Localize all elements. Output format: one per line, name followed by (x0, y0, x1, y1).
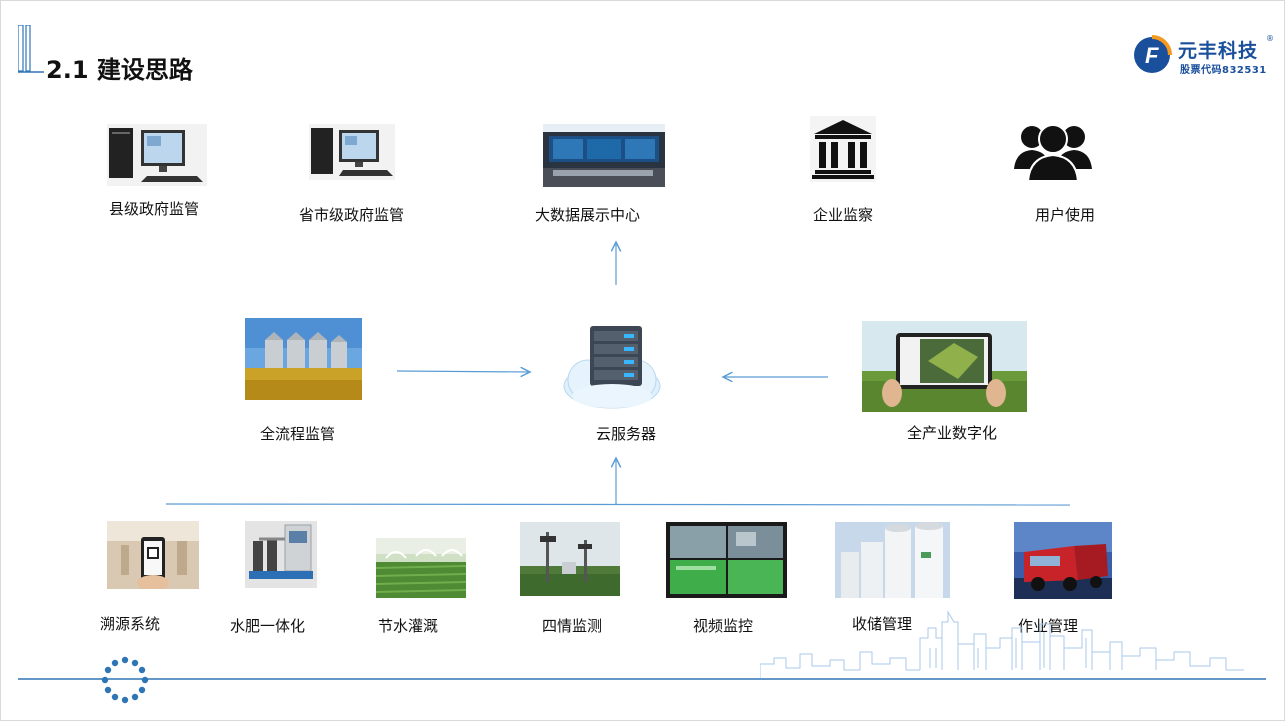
svg-text:F: F (1145, 43, 1159, 68)
users-group-icon (1014, 124, 1092, 182)
label-water-saving: 节水灌溉 (378, 617, 439, 635)
video-monitor-photo (666, 522, 787, 598)
qr-phone-photo (107, 521, 199, 589)
registered-mark: ® (1266, 34, 1274, 43)
label-cloud-server: 云服务器 (596, 425, 657, 443)
company-logo: F (1134, 35, 1172, 73)
label-storage-management: 收储管理 (852, 615, 913, 633)
storage-silo-photo (835, 522, 950, 598)
grain-silo-field-photo (245, 318, 362, 400)
desktop-computer-icon (107, 124, 207, 186)
label-enterprise: 企业监察 (813, 206, 874, 224)
weather-station-photo (520, 522, 620, 596)
cloud-server-icon (563, 326, 661, 409)
label-full-industry-digital: 全产业数字化 (907, 424, 998, 442)
label-four-condition: 四情监测 (542, 617, 603, 635)
label-full-process: 全流程监管 (260, 425, 336, 443)
fertigation-machine-photo (245, 521, 317, 588)
tablet-farm-photo (862, 321, 1027, 412)
label-province-gov: 省市级政府监管 (299, 206, 405, 224)
label-fertigation: 水肥一体化 (230, 617, 306, 635)
label-traceability: 溯源系统 (100, 615, 161, 633)
dotted-circle-decoration (101, 656, 149, 704)
label-bigdata-center: 大数据展示中心 (535, 206, 641, 224)
desktop-computer-icon (309, 124, 395, 180)
bottom-bus-line (165, 503, 1071, 506)
bank-building-icon (810, 116, 876, 182)
truck-photo (1014, 522, 1112, 599)
sprinkler-irrigation-photo (376, 538, 466, 598)
label-county-gov: 县级政府监管 (109, 200, 200, 218)
page-title: 2.1 建设思路 (46, 56, 193, 84)
control-room-photo (543, 124, 665, 187)
label-users: 用户使用 (1035, 206, 1096, 224)
label-video-monitor: 视频监控 (693, 617, 754, 635)
arrow-flow-to-server (396, 371, 530, 372)
city-skyline-decoration (760, 610, 1244, 678)
title-bar-decoration (18, 25, 44, 73)
label-operation-management: 作业管理 (1018, 617, 1079, 635)
logo-stock-code: 股票代码832531 (1180, 65, 1267, 76)
logo-name: 元丰科技 (1178, 40, 1259, 62)
